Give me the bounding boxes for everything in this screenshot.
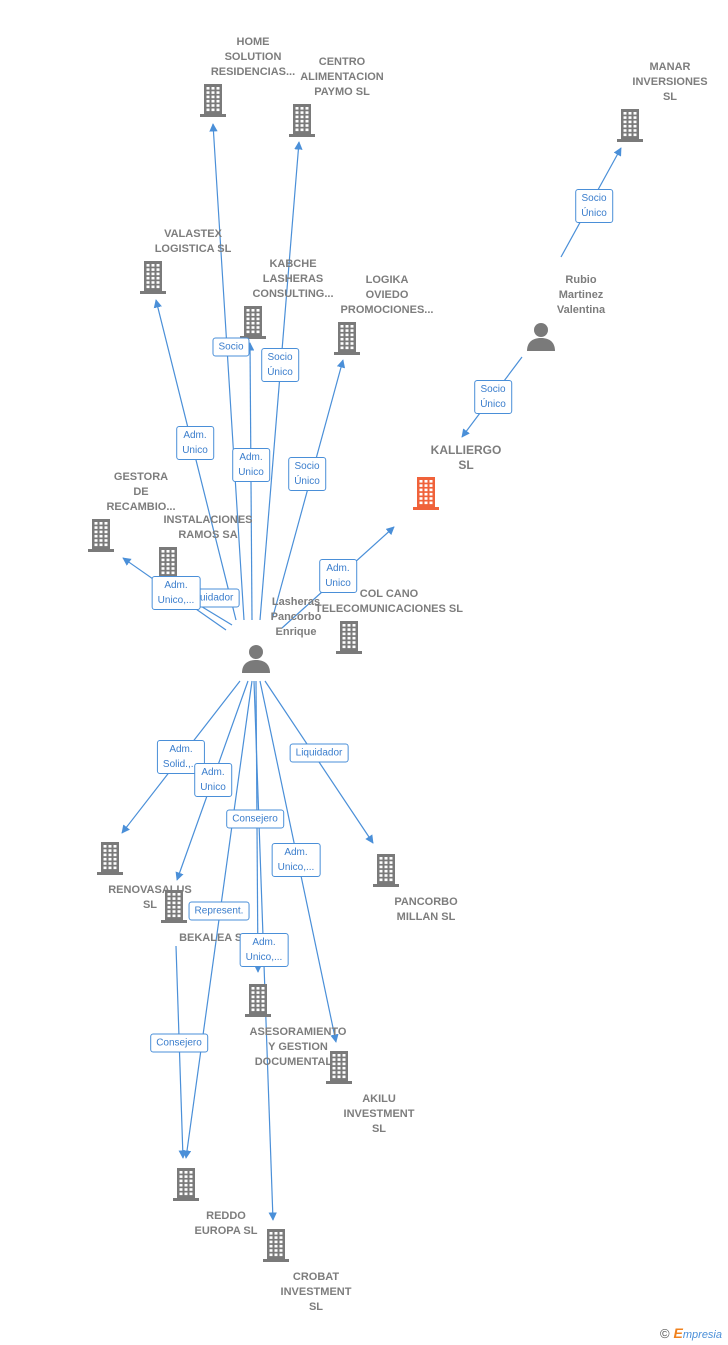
building-icon — [346, 853, 426, 892]
edge-lasheras-to-valastex — [153, 299, 237, 621]
node-label-kabche: KABCHE LASHERAS CONSULTING... — [252, 258, 334, 300]
node-centro[interactable]: CENTRO ALIMENTACION PAYMO SL — [262, 55, 384, 145]
node-label-rubio: Rubio Martinez Valentina — [556, 274, 606, 316]
building-icon — [386, 476, 466, 515]
edge-label-lasheras-to-logika: Socio Único — [288, 457, 326, 491]
node-label-reddo: REDDO EUROPA SL — [194, 1210, 258, 1237]
edge-label-rubio-to-kalliergo: Socio Único — [474, 380, 512, 414]
node-label-lasheras: Lasheras Pancorbo Enrique — [270, 596, 322, 638]
node-bekalea[interactable]: BEKALEA SL — [134, 886, 249, 946]
node-logika[interactable]: LOGIKA OVIEDO PROMOCIONES... — [307, 273, 433, 363]
node-label-centro: CENTRO ALIMENTACION PAYMO SL — [300, 56, 384, 98]
node-label-kalliergo: KALLIERGO SL — [430, 443, 502, 472]
node-instalaciones[interactable]: INSTALACIONES RAMOS SA — [128, 513, 253, 588]
node-rubio[interactable]: Rubio Martinez Valentina — [501, 273, 605, 359]
building-icon — [113, 260, 193, 299]
edge-label-lasheras-to-asesoramiento: Adm. Unico,... — [239, 933, 289, 967]
node-kabche[interactable]: KABCHE LASHERAS CONSULTING... — [213, 257, 334, 347]
node-coltelecom[interactable]: COL CANO TELECOMUNICACIONES SL — [309, 587, 463, 662]
node-label-akilu: AKILU INVESTMENT SL — [343, 1093, 415, 1135]
node-label-coltelecom: COL CANO TELECOMUNICACIONES SL — [315, 588, 463, 615]
building-icon — [213, 305, 293, 344]
node-kalliergo[interactable]: KALLIERGO SL — [386, 443, 501, 518]
node-label-crobat: CROBAT INVESTMENT SL — [280, 1271, 352, 1313]
edge-label-bekalea-to-reddo: Consejero — [150, 1033, 208, 1053]
building-icon — [173, 83, 253, 122]
node-label-manar: MANAR INVERSIONES SL — [632, 61, 708, 103]
node-label-gestora: GESTORA DE RECAMBIO... — [106, 471, 176, 513]
node-gestora[interactable]: GESTORA DE RECAMBIO... — [61, 470, 176, 560]
edge-label-lasheras-to-bekalea: Adm. Unico — [194, 763, 232, 797]
node-label-asesoramiento: ASESORAMIENTO Y GESTION DOCUMENTAL... — [249, 1026, 347, 1068]
node-asesoramiento[interactable]: ASESORAMIENTO Y GESTION DOCUMENTAL... — [218, 980, 346, 1070]
building-icon — [218, 983, 298, 1022]
empresia-brand[interactable]: ©Empresia — [660, 1325, 722, 1341]
building-icon — [146, 1167, 226, 1206]
edge-label-lasheras-to-kalliergo: Adm. Unico — [319, 559, 357, 593]
building-icon — [236, 1228, 316, 1267]
node-lasheras[interactable]: Lasheras Pancorbo Enrique — [216, 595, 321, 681]
node-label-valastex: VALASTEX LOGISTICA SL — [154, 228, 232, 255]
node-home[interactable]: HOME SOLUTION RESIDENCIAS... — [173, 35, 295, 125]
node-pancorbo[interactable]: PANCORBO MILLAN SL — [346, 850, 458, 925]
building-icon — [590, 108, 670, 147]
node-label-home: HOME SOLUTION RESIDENCIAS... — [210, 36, 296, 78]
node-label-instalaciones: INSTALACIONES RAMOS SA — [163, 514, 253, 541]
edge-label-lasheras-to-valastex: Adm. Unico — [176, 426, 214, 460]
node-valastex[interactable]: VALASTEX LOGISTICA SL — [113, 227, 231, 302]
edge-label-lasheras-to-instalaciones: Adm. Unico,... — [151, 576, 201, 610]
edge-lasheras-to-home — [209, 123, 245, 621]
node-akilu[interactable]: AKILU INVESTMENT SL — [299, 1047, 414, 1137]
building-icon — [134, 889, 214, 928]
edge-label-lasheras-to-akilu: Adm. Unico,... — [271, 843, 321, 877]
node-renovasalus[interactable]: RENOVASALUS SL — [70, 838, 192, 913]
node-label-logika: LOGIKA OVIEDO PROMOCIONES... — [340, 274, 434, 316]
building-icon — [307, 321, 387, 360]
edge-label-lasheras-to-home: Socio — [212, 337, 250, 357]
node-label-pancorbo: PANCORBO MILLAN SL — [394, 896, 458, 923]
person-icon — [501, 321, 581, 356]
edge-label-lasheras-to-crobat: Represent. — [188, 901, 250, 921]
node-reddo[interactable]: REDDO EUROPA SL — [146, 1164, 257, 1239]
brand-logo-letter: E — [673, 1325, 683, 1341]
edge-label-lasheras-to-reddo: Consejero — [226, 809, 284, 829]
edge-label-lasheras-to-pancorbo: Liquidador — [289, 743, 349, 763]
node-manar[interactable]: MANAR INVERSIONES SL — [590, 60, 708, 150]
node-crobat[interactable]: CROBAT INVESTMENT SL — [236, 1225, 351, 1315]
edge-label-lasheras-to-kabche: Adm. Unico — [232, 448, 270, 482]
brand-name: mpresia — [682, 1329, 722, 1341]
copyright-icon: © — [659, 1326, 670, 1341]
building-icon — [70, 841, 150, 880]
building-icon — [299, 1050, 379, 1089]
building-icon — [61, 518, 141, 557]
edge-label-rubio-to-manar: Socio Único — [575, 189, 613, 223]
person-icon — [216, 643, 296, 678]
building-icon — [262, 103, 342, 142]
building-icon — [309, 620, 389, 659]
edge-label-lasheras-to-centro: Socio Único — [261, 348, 299, 382]
